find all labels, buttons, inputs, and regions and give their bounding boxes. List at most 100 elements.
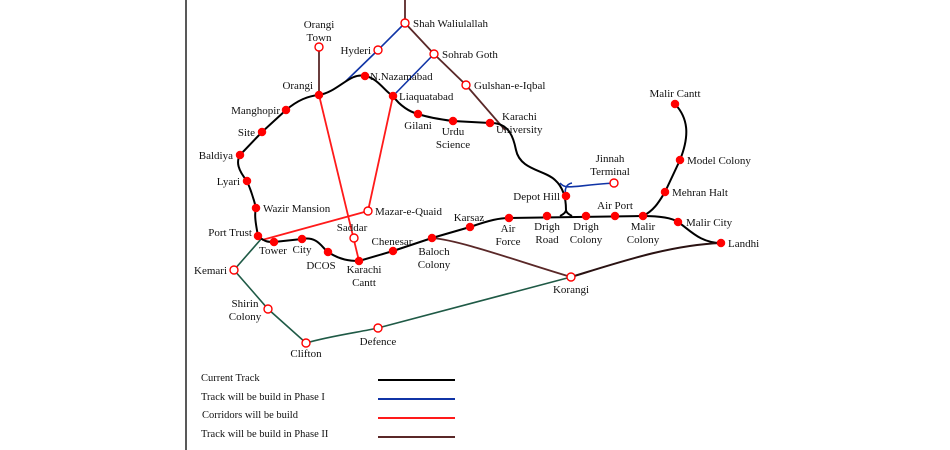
station-marker-wazir-mansion: [251, 203, 261, 213]
label-mazar-e-quaid: Mazar-e-Quaid: [375, 206, 442, 218]
station-marker-urdu-science: [448, 116, 458, 126]
station-marker-lyari: [242, 176, 252, 186]
label-depot-hill: Depot Hill: [513, 191, 560, 203]
station-marker-n-nazamabad: [360, 71, 370, 81]
label-orangi-town-2: Town: [307, 32, 332, 44]
label-baloch-colony-2: Colony: [418, 259, 451, 271]
track-depot-junction: [559, 209, 573, 217]
station-marker-air-port: [610, 211, 620, 221]
station-marker-city: [297, 234, 307, 244]
legend-label-current: Current Track: [201, 373, 260, 384]
station-marker-shirin-colony: [263, 304, 273, 314]
station-marker-mazar-e-quaid: [363, 206, 373, 216]
label-malir-city: Malir City: [686, 217, 733, 229]
label-jinnah-terminal: Jinnah: [596, 153, 625, 165]
station-marker-malir-cantt: [670, 99, 680, 109]
station-marker-manghopir: [281, 105, 291, 115]
label-baldiya: Baldiya: [199, 150, 233, 162]
station-marker-gilani: [413, 109, 423, 119]
station-marker-hyderi: [373, 45, 383, 55]
station-marker-sohrab-goth: [429, 49, 439, 59]
station-marker-korangi: [566, 272, 576, 282]
track-malir-cantt-branch: [642, 103, 688, 217]
station-marker-saddar: [349, 233, 359, 243]
station-marker-karsaz: [465, 222, 475, 232]
label-clifton: Clifton: [290, 348, 322, 360]
label-urdu-science: Urdu: [442, 126, 465, 138]
label-sohrab-goth: Sohrab Goth: [442, 49, 498, 61]
track-sohrab-liaquatabad: [392, 53, 435, 97]
label-shirin-colony: Shirin: [232, 298, 259, 310]
label-port-trust: Port Trust: [208, 227, 252, 239]
label-shah-waliulallah: Shah Waliulallah: [413, 18, 488, 30]
label-malir-colony-2: Colony: [627, 234, 660, 246]
label-tower: Tower: [259, 245, 287, 257]
label-jinnah-terminal-2: Terminal: [590, 166, 630, 178]
station-marker-malir-city: [673, 217, 683, 227]
label-karachi-cantt-2: Cantt: [352, 277, 376, 289]
label-malir-cantt: Malir Cantt: [649, 88, 700, 100]
label-gulshan: Gulshan-e-Iqbal: [474, 80, 545, 92]
label-orangi-town: Orangi: [304, 19, 335, 31]
station-marker-air-force: [504, 213, 514, 223]
station-labels: Shah Waliulallah Orangi Town Hyderi Sohr…: [194, 18, 759, 360]
label-drigh-colony-2: Colony: [570, 234, 603, 246]
legend-label-phase1: Track will be build in Phase I: [201, 392, 325, 403]
label-dcos: DCOS: [306, 260, 335, 272]
station-marker-site: [257, 127, 267, 137]
station-marker-orangi: [314, 90, 324, 100]
legend-label-corridor: Corridors will be build: [202, 410, 299, 421]
legend-label-phase2: Track will be build in Phase II: [201, 429, 329, 440]
label-baloch-colony: Baloch: [418, 246, 450, 258]
label-air-port: Air Port: [597, 200, 633, 212]
station-marker-tower: [269, 237, 279, 247]
station-marker-kemari: [229, 265, 239, 275]
label-saddar: Saddar: [337, 222, 368, 234]
station-marker-karachi-cantt: [354, 256, 364, 266]
label-korangi: Korangi: [553, 284, 589, 296]
station-marker-drigh-colony: [581, 211, 591, 221]
label-karachi-cantt: Karachi: [347, 264, 382, 276]
label-urdu-science-2: Science: [436, 139, 470, 151]
label-drigh-road-2: Road: [535, 234, 559, 246]
station-marker-chenesar: [388, 246, 398, 256]
station-marker-karachi-university: [485, 118, 495, 128]
label-mehran-halt: Mehran Halt: [672, 187, 728, 199]
station-marker-mehran-halt: [660, 187, 670, 197]
station-marker-gulshan-e-iqbal: [461, 80, 471, 90]
label-n-nazamabad: N.Nazamabad: [370, 71, 433, 83]
label-landhi: Landhi: [728, 238, 759, 250]
label-karachi-university-2: University: [496, 124, 543, 136]
label-shirin-colony-2: Colony: [229, 311, 262, 323]
label-orangi: Orangi: [282, 80, 313, 92]
station-marker-orangi-town: [314, 42, 324, 52]
station-marker-clifton: [301, 338, 311, 348]
track-korangi-landhi: [570, 242, 722, 278]
corridor-liaquatabad-port-trust: [261, 95, 394, 241]
label-karsaz: Karsaz: [454, 212, 485, 224]
label-drigh-colony: Drigh: [573, 221, 599, 233]
station-marker-landhi: [716, 238, 726, 248]
station-marker-port-trust: [253, 231, 263, 241]
track-baloch-korangi: [431, 237, 572, 278]
label-air-force-2: Force: [495, 236, 520, 248]
station-marker-drigh-road: [542, 211, 552, 221]
label-gilani: Gilani: [404, 120, 432, 132]
station-marker-dcos: [323, 247, 333, 257]
station-marker-liaquatabad: [388, 91, 398, 101]
label-site: Site: [238, 127, 255, 139]
label-manghopir: Manghopir: [231, 105, 280, 117]
station-marker-depot-hill: [561, 191, 571, 201]
station-marker-malir-colony: [638, 211, 648, 221]
station-marker-model-colony: [675, 155, 685, 165]
corridor-orangi-cantt: [318, 94, 360, 262]
label-chenesar: Chenesar: [372, 236, 413, 248]
label-city: City: [293, 244, 312, 256]
station-marker-jinnah-terminal: [609, 178, 619, 188]
label-hyderi: Hyderi: [340, 45, 371, 57]
label-malir-colony: Malir: [631, 221, 656, 233]
label-defence: Defence: [360, 336, 397, 348]
stations: [229, 18, 726, 348]
legend: Current Track Track will be build in Pha…: [201, 373, 455, 440]
